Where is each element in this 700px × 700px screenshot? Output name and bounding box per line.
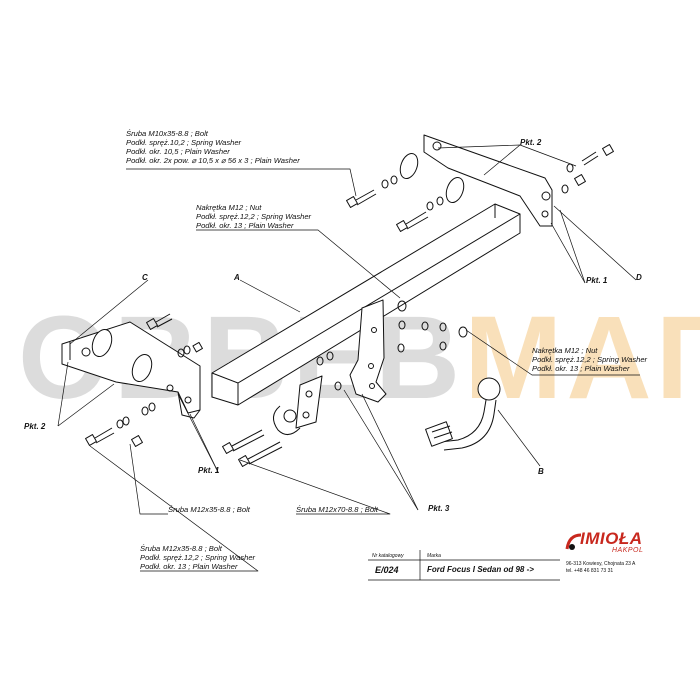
title-block-frame	[368, 550, 560, 581]
socket-plate	[273, 375, 323, 435]
small-washers-and-nuts	[116, 163, 574, 429]
bolt-top-right	[581, 144, 614, 166]
left-bracket	[61, 321, 201, 419]
label-line: Podkł. spręż.12,2 ; Spring Washer	[140, 553, 256, 562]
bolt-m12x35-label: Śruba M12x35-8.8 ; Bolt	[168, 505, 250, 514]
brand-address: 96-313 Kowiesy, Chojnata 23 A	[566, 561, 636, 567]
bolt-right-low	[574, 174, 586, 186]
part-letter-a: A	[234, 273, 240, 282]
bolt-top-mid	[396, 211, 429, 232]
label-line: Nakrętka M12 ; Nut	[532, 346, 598, 355]
part-letter-b: B	[538, 467, 544, 476]
brand-subtitle: HAKPOL	[612, 547, 644, 554]
label-line: Podkł. okr. 13 ; Plain Washer	[196, 221, 294, 230]
bolt-left-low-1	[85, 427, 115, 446]
bolt-m12-bottom-label: Śruba M12x35-8.8 ; Bolt Podkł. spręż.12,…	[140, 544, 255, 571]
crossbar	[211, 203, 521, 406]
bolt-left-mid	[192, 341, 203, 353]
label-line: Śruba M10x35-8.8 ; Bolt	[126, 129, 208, 138]
vehicle-model: Ford Focus I Sedan od 98 ->	[427, 565, 534, 574]
point-2-left: Pkt. 2	[24, 422, 46, 431]
nut-label-right: Nakrętka M12 ; Nut Podkł. spręż.12,2 ; S…	[532, 346, 647, 373]
part-letter-d: D	[636, 273, 642, 282]
brand-name: IMIOŁA	[580, 529, 643, 548]
nut-label-left: Nakrętka M12 ; Nut Podkł. spręż.12,2 ; S…	[196, 203, 311, 230]
make-caption: Marka	[427, 553, 441, 559]
bolt-left-top	[146, 313, 173, 330]
watermark-accent: MAΓ	[464, 292, 700, 424]
label-line: Podkł. okr. 2x pow. ⌀ 10,5 x ⌀ 56 x 3 ; …	[126, 156, 300, 165]
label-line: Podkł. okr. 10,5 ; Plain Washer	[126, 147, 230, 156]
bolt-top-left	[346, 189, 377, 208]
bolt-center-2	[238, 441, 283, 467]
point-1-bottom: Pkt. 1	[198, 466, 220, 475]
catalog-caption: Nr katalogowy	[372, 553, 404, 559]
brand-phone: tel. +48 46 831 73 31	[566, 568, 614, 574]
center-drop-plate	[349, 299, 387, 403]
label-line: Podkł. okr. 13 ; Plain Washer	[532, 364, 630, 373]
tow-ball	[425, 377, 501, 451]
bolt-left-low-2	[131, 435, 143, 447]
bolts	[85, 144, 614, 467]
point-3: Pkt. 3	[428, 504, 450, 513]
label-line: Śruba M12x35-8.8 ; Bolt	[140, 544, 222, 553]
part-letter-c: C	[142, 273, 148, 282]
bolt-m12x70-label: Śruba M12x70-8.8 ; Bolt	[296, 505, 378, 514]
left-plain-washers	[91, 328, 153, 383]
label-line: Podkł. spręż.10,2 ; Spring Washer	[126, 138, 242, 147]
label-line: Podkł. okr. 13 ; Plain Washer	[140, 562, 238, 571]
bolt-center-1	[222, 429, 265, 454]
bolt-m10-label: Śruba M10x35-8.8 ; Bolt Podkł. spręż.10,…	[126, 129, 300, 165]
label-line: Podkł. spręż.12,2 ; Spring Washer	[196, 212, 312, 221]
leader-lines	[57, 144, 640, 572]
point-1-right: Pkt. 1	[586, 276, 608, 285]
catalog-number: E/024	[375, 565, 399, 575]
point-2-top: Pkt. 2	[520, 138, 542, 147]
label-line: Podkł. spręż.12,2 ; Spring Washer	[532, 355, 648, 364]
right-plain-washers	[399, 152, 465, 204]
right-bracket	[423, 134, 553, 227]
brand-logo-icon	[565, 533, 582, 550]
label-line: Nakrętka M12 ; Nut	[196, 203, 262, 212]
